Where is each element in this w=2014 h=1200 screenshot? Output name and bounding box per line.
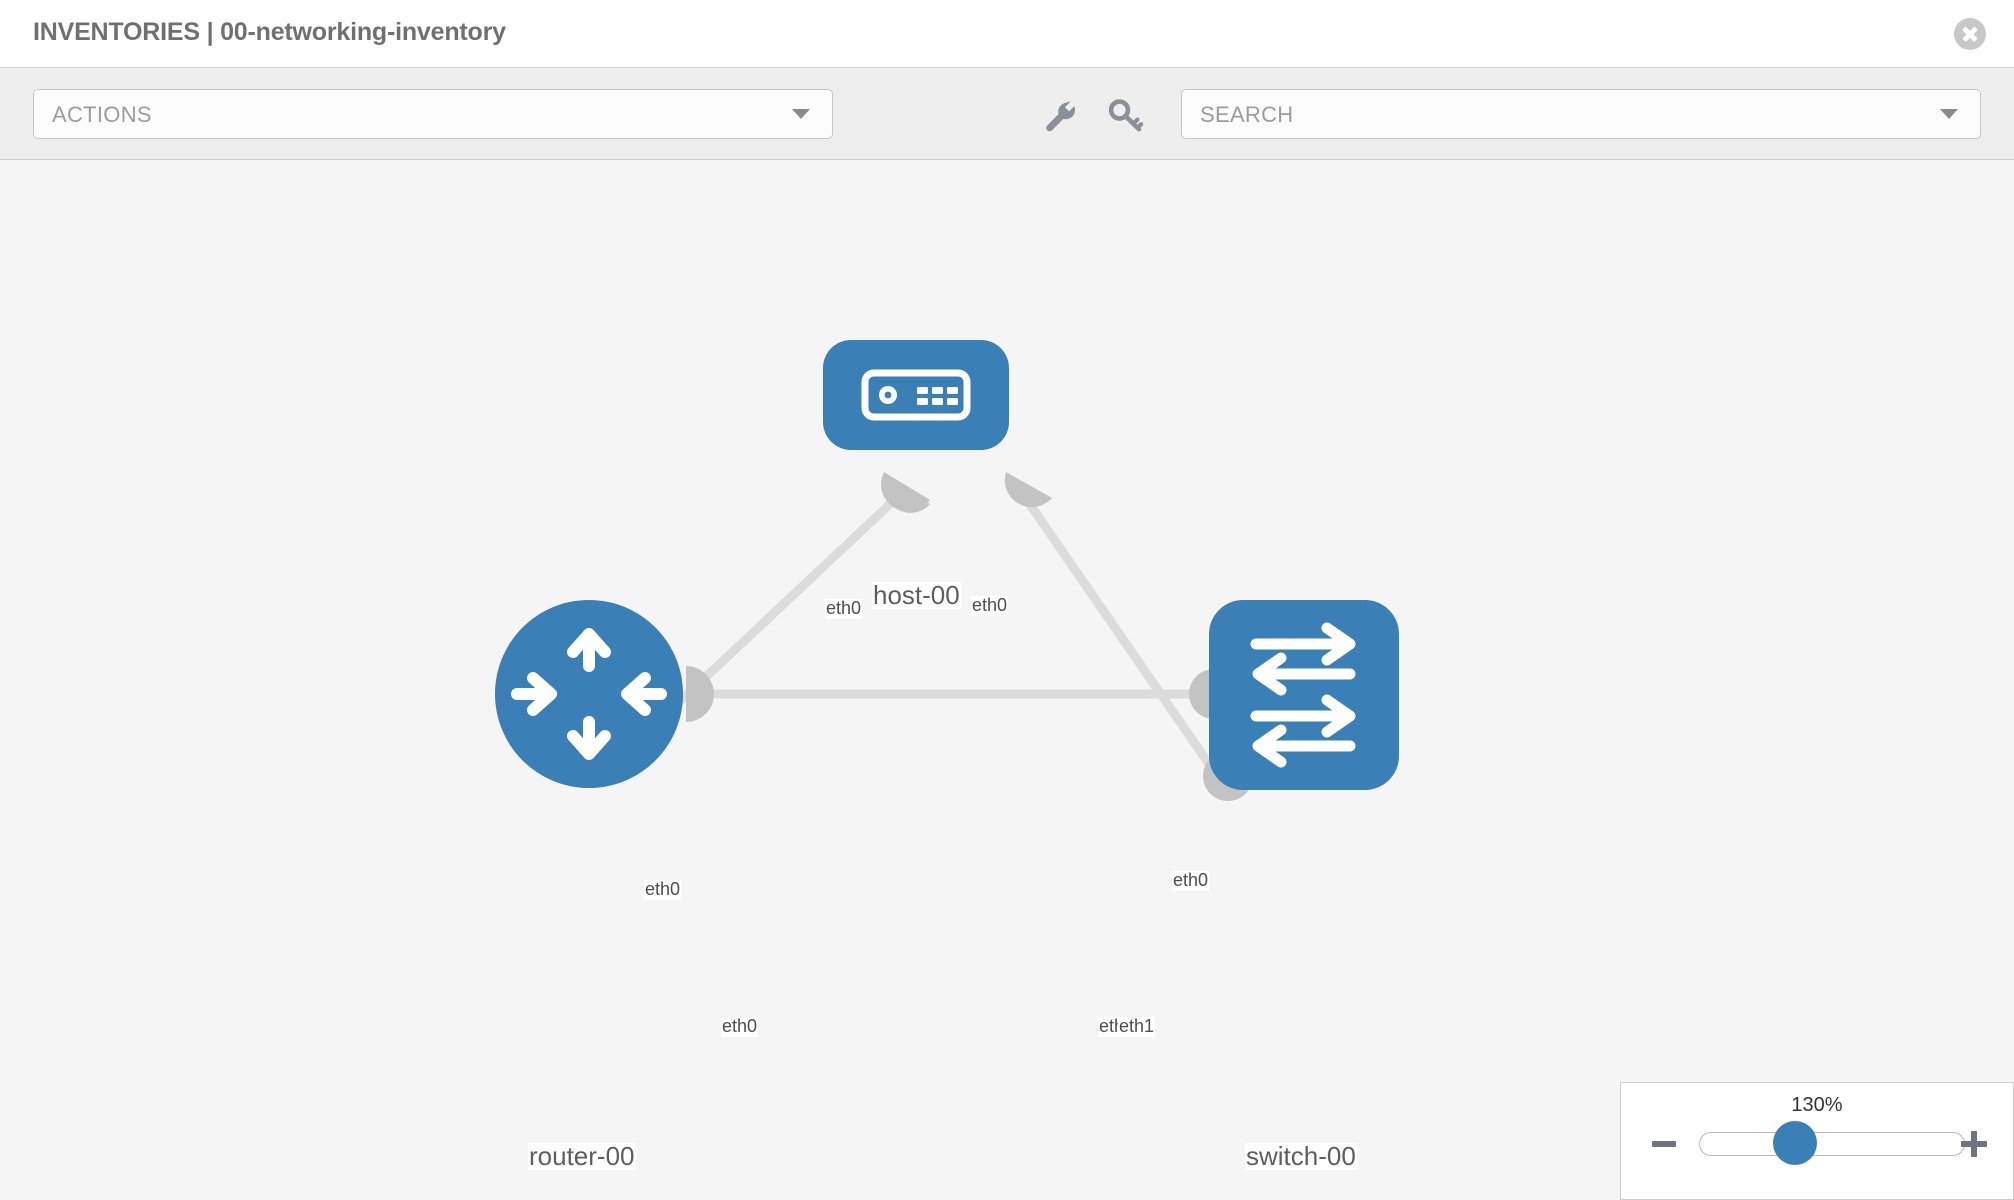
iflabel-host-right: eth0 [971, 595, 1009, 616]
chevron-down-icon [792, 109, 810, 119]
page-header: INVENTORIES | 00-networking-inventory [0, 0, 2014, 68]
node-label-host-00: host-00 [872, 580, 961, 610]
toolbar: ACTIONS SEARCH [0, 68, 2014, 160]
wrench-icon[interactable] [1040, 96, 1080, 136]
server-icon [861, 369, 971, 421]
chevron-down-icon[interactable] [1940, 109, 1958, 119]
server-icon-vents [917, 387, 958, 405]
topology-connectors [686, 472, 1253, 801]
zoom-control-panel: 130% [1620, 1082, 2014, 1200]
zoom-slider-thumb[interactable] [1773, 1121, 1817, 1165]
key-icon[interactable] [1105, 96, 1145, 136]
iflabel-router-uplink: eth0 [644, 879, 682, 900]
page-title: INVENTORIES | 00-networking-inventory [33, 18, 506, 46]
connector-router-eth0 [686, 666, 714, 722]
zoom-slider-track[interactable] [1699, 1132, 1965, 1156]
minus-icon[interactable] [1651, 1131, 1677, 1157]
node-host-00[interactable] [823, 340, 1009, 450]
node-router-00[interactable] [495, 600, 683, 788]
topology-graph [495, 340, 1399, 801]
search-placeholder: SEARCH [1200, 102, 1294, 127]
actions-dropdown-label: ACTIONS [52, 102, 152, 127]
switch-icon [1250, 622, 1356, 768]
node-label-switch-00: switch-00 [1245, 1141, 1357, 1171]
router-icon [511, 628, 667, 760]
search-input[interactable]: SEARCH [1181, 89, 1981, 139]
node-switch-00[interactable] [1209, 600, 1399, 790]
plus-icon-bar-v [1971, 1131, 1977, 1157]
iflabel-host-left: eth0 [825, 598, 863, 619]
zoom-level-label: 130% [1791, 1094, 1843, 1116]
plus-icon[interactable] [1961, 1131, 1987, 1157]
actions-dropdown[interactable]: ACTIONS [33, 89, 833, 139]
iflabel-switch-left: eth1 [1118, 1016, 1156, 1037]
minus-icon-bar [1652, 1141, 1676, 1147]
topology-links [655, 485, 1225, 785]
connector-host-nub-left [881, 472, 930, 512]
link-host-switch [1015, 485, 1225, 785]
iflabel-switch-uplink: eth0 [1172, 870, 1210, 891]
connector-host-eth0-right [1004, 472, 1052, 508]
topology-canvas[interactable]: eth0 eth0 eth0 eth0 eth0 eth eth1 host-0… [0, 160, 2014, 1200]
node-label-router-00: router-00 [528, 1141, 636, 1171]
iflabel-router-right: eth0 [721, 1016, 759, 1037]
close-icon[interactable] [1954, 18, 1986, 50]
